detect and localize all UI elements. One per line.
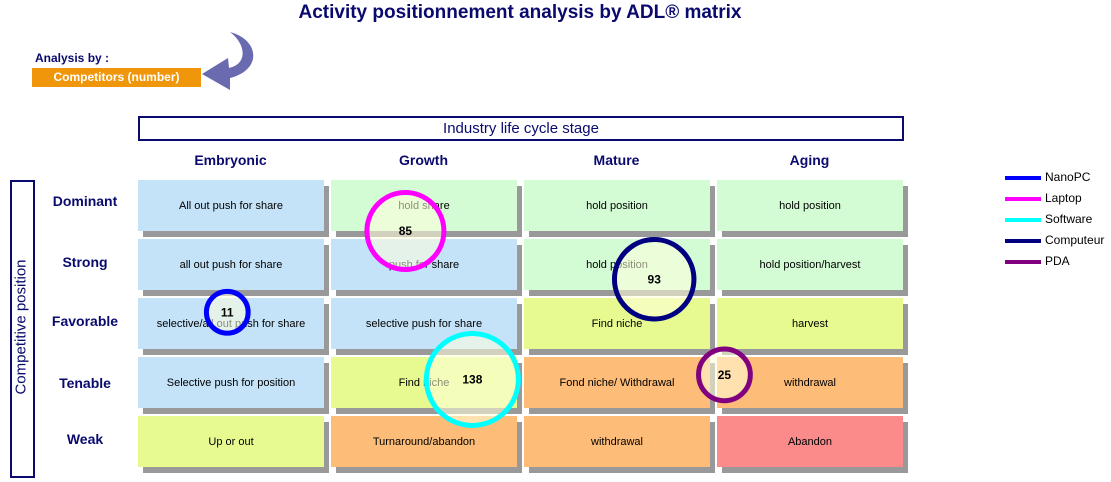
bubble-label-nanopc: 11 bbox=[221, 305, 234, 319]
matrix-cell: harvest bbox=[717, 298, 903, 349]
bubble-label-software: 138 bbox=[462, 372, 482, 386]
bubble-laptop[interactable] bbox=[364, 190, 447, 272]
analysis-selector[interactable]: Competitors (number) bbox=[32, 68, 201, 87]
row-header-weak: Weak bbox=[66, 431, 104, 447]
curved-arrow-icon bbox=[202, 32, 254, 90]
bubble-pda[interactable] bbox=[696, 346, 753, 404]
analysis-label: Analysis by : bbox=[35, 51, 110, 65]
bubble-label-pda: 25 bbox=[718, 368, 732, 382]
legend-label: PDA bbox=[1045, 254, 1070, 268]
column-header-mature: Mature bbox=[593, 152, 640, 168]
matrix-cell: hold position/harvest bbox=[717, 239, 903, 290]
matrix-cell: hold position bbox=[717, 180, 903, 231]
matrix-cell: Abandon bbox=[717, 416, 903, 467]
legend-swatch bbox=[1005, 197, 1041, 201]
legend-swatch bbox=[1005, 218, 1041, 222]
matrix-cell: Fond niche/ Withdrawal bbox=[524, 357, 710, 408]
lifecycle-header: Industry life cycle stage bbox=[138, 116, 904, 141]
matrix-cell: Selective push for position bbox=[138, 357, 324, 408]
bubble-computeur[interactable] bbox=[611, 237, 697, 322]
matrix-cell: Up or out bbox=[138, 416, 324, 467]
legend-swatch bbox=[1005, 260, 1041, 264]
row-header-strong: Strong bbox=[62, 254, 108, 270]
legend-label: Software bbox=[1045, 212, 1093, 226]
matrix-cell: All out push for share bbox=[138, 180, 324, 231]
legend-label: Computeur bbox=[1045, 233, 1105, 247]
legend-swatch bbox=[1005, 239, 1041, 243]
column-header-embryonic: Embryonic bbox=[194, 152, 267, 168]
bubble-label-computeur: 93 bbox=[648, 272, 662, 286]
matrix-cell: hold position bbox=[524, 180, 710, 231]
row-header-favorable: Favorable bbox=[51, 313, 119, 329]
column-header-aging: Aging bbox=[789, 152, 830, 168]
legend-label: NanoPC bbox=[1045, 170, 1091, 184]
matrix-cell: withdrawal bbox=[524, 416, 710, 467]
bubble-nanopc[interactable] bbox=[203, 288, 251, 336]
legend-label: Laptop bbox=[1045, 191, 1082, 205]
row-header-tenable: Tenable bbox=[59, 375, 111, 391]
matrix-cell: all out push for share bbox=[138, 239, 324, 290]
row-header-dominant: Dominant bbox=[52, 193, 118, 209]
page-title: Activity positionnement analysis by ADL®… bbox=[298, 2, 742, 23]
legend-swatch bbox=[1005, 176, 1041, 180]
bubble-software[interactable] bbox=[423, 330, 521, 428]
column-header-growth: Growth bbox=[399, 152, 448, 168]
bubble-label-laptop: 85 bbox=[399, 224, 413, 238]
competitive-position-box bbox=[10, 180, 35, 478]
